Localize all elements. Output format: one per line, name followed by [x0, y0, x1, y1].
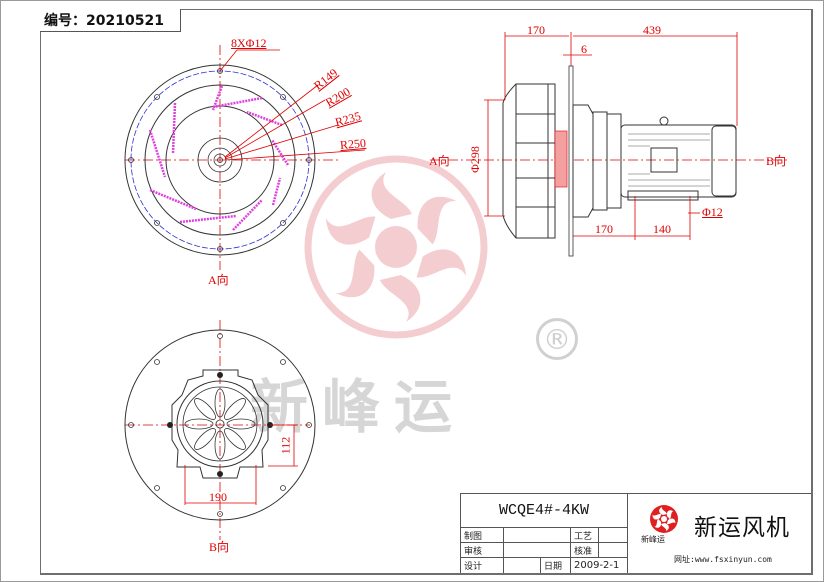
view-label-a: A向	[208, 273, 229, 287]
dim-foot-offset: 170	[595, 222, 613, 236]
value-approved	[599, 543, 628, 558]
dim-base-width: 190	[209, 490, 227, 504]
dim-plate-thickness: 6	[581, 42, 587, 56]
model-number: WCQE4#-4KW	[461, 494, 628, 528]
label-checked: 审核	[461, 543, 504, 558]
brand-name: 新运风机	[694, 515, 790, 541]
drawing-border	[40, 9, 813, 575]
front-view	[124, 45, 366, 270]
view-label-b: B向	[209, 540, 230, 554]
view-label-a-side: A向	[429, 154, 450, 168]
value-date: 2009-2-1	[571, 558, 628, 573]
label-design: 设计	[461, 558, 504, 573]
value-design	[504, 558, 541, 573]
label-date: 日期	[541, 558, 571, 573]
hole-note: 8XΦ12	[231, 36, 267, 50]
view-label-b-side: B向	[766, 154, 787, 168]
rear-view	[124, 320, 316, 540]
title-block: WCQE4#-4KW 制图 工艺 审核 核准 设计 日期 2009-2-1	[460, 493, 811, 573]
label-process: 工艺	[571, 528, 599, 543]
dim-center-height: 112	[278, 436, 293, 455]
radius-label-r250: R250	[339, 135, 367, 153]
value-checked	[504, 543, 571, 558]
brand-website: 网址:www.fsxinyun.com	[674, 555, 772, 564]
registered-mark: ®	[536, 318, 578, 360]
dim-overall-length: 439	[643, 23, 661, 37]
side-view	[430, 32, 790, 257]
value-drawn	[504, 528, 571, 543]
dim-foot-spacing: 140	[653, 222, 671, 236]
signoff-grid: 制图 工艺 审核 核准 设计 日期 2009-2-1	[461, 528, 628, 573]
dim-foot-hole: Φ12	[702, 205, 723, 219]
brand-logo-icon	[650, 505, 678, 533]
brand-small-text: 新峰运	[641, 535, 665, 544]
label-drawn: 制图	[461, 528, 504, 543]
dim-impeller-depth: 170	[527, 23, 545, 37]
label-approved: 核准	[571, 543, 599, 558]
dim-diameter: Φ298	[467, 146, 482, 173]
drawing-number: 编号：20210521	[40, 9, 181, 32]
brand-panel: 新峰运 新运风机 网址:www.fsxinyun.com	[628, 494, 811, 573]
value-process	[599, 528, 628, 543]
watermark-text: 新峰运	[250, 373, 467, 441]
